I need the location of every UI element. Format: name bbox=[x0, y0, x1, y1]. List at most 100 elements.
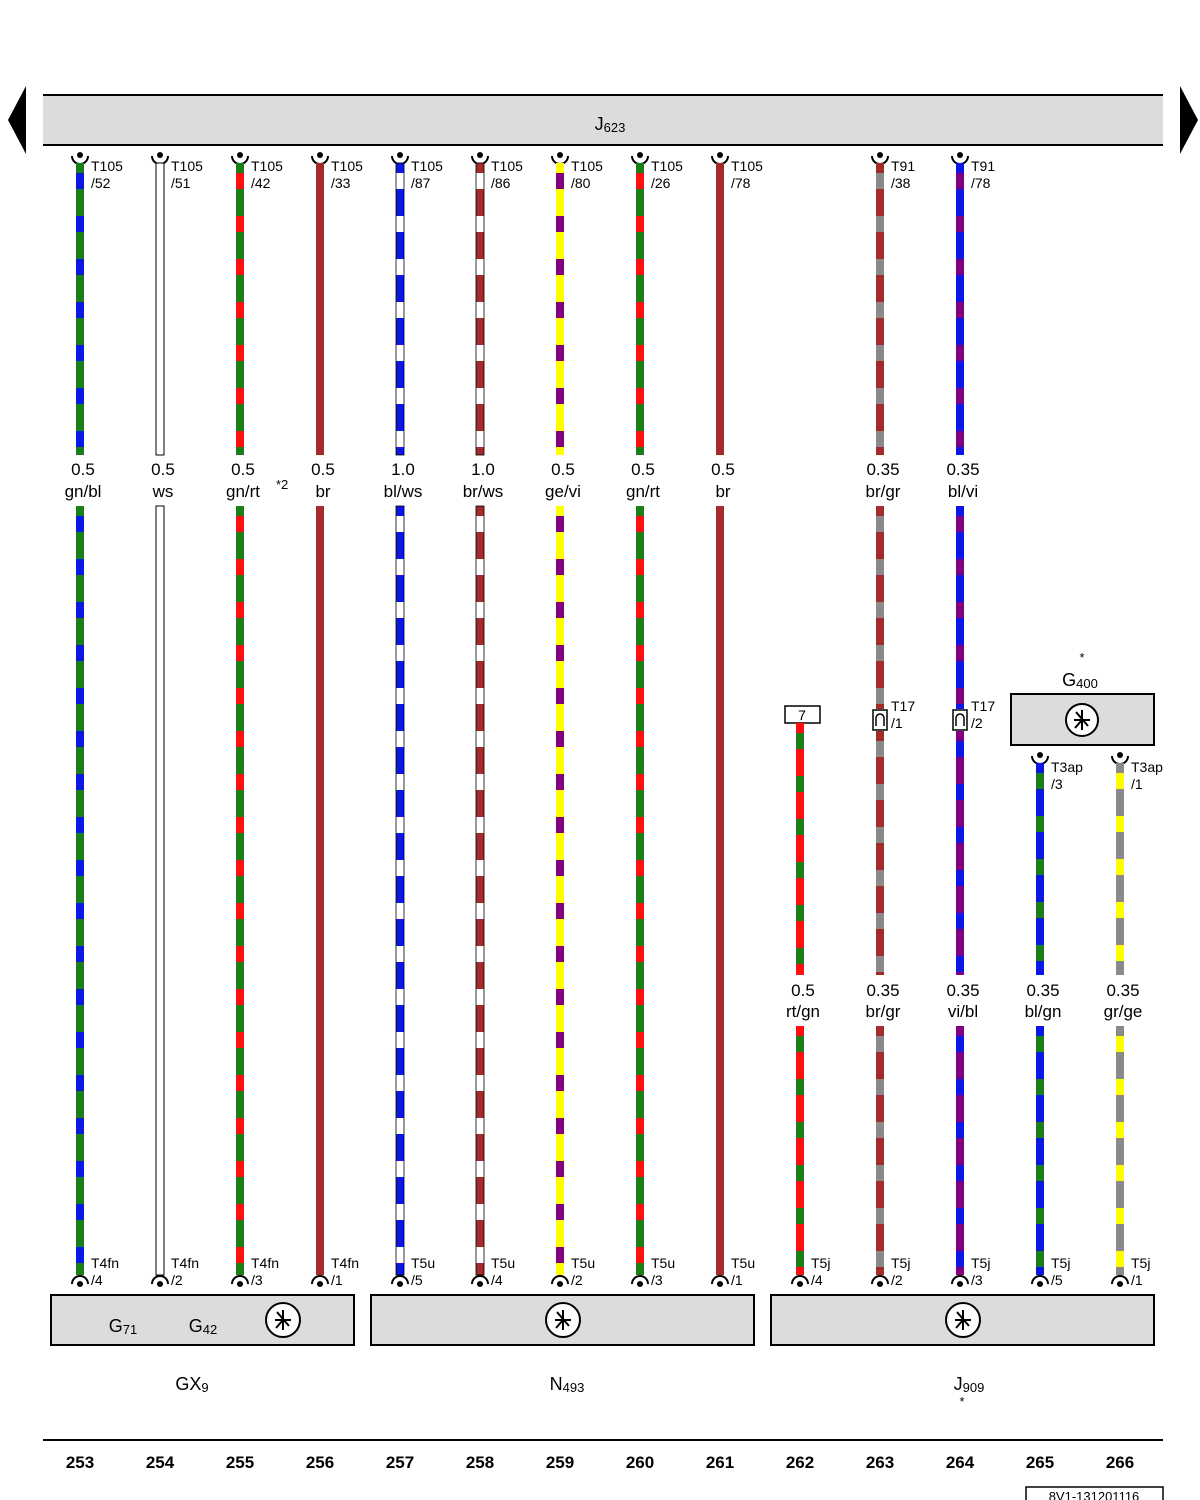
wire-stripe bbox=[396, 989, 404, 1005]
wire-stripe bbox=[76, 1118, 84, 1134]
sensor-symbol-icon bbox=[545, 1302, 581, 1338]
wire-stripe bbox=[956, 741, 964, 757]
wires-layer: T105/520.5gn/blT4fn/4T105/510.5wsT4fn/2T… bbox=[65, 152, 1163, 1288]
wire-stripe bbox=[876, 645, 884, 661]
wire-color-code: gn/bl bbox=[65, 482, 102, 501]
wire-stripe bbox=[76, 860, 84, 876]
wire-stripe bbox=[556, 817, 564, 833]
inline-connector-pin: /2 bbox=[971, 715, 983, 731]
wire-stripe bbox=[636, 645, 644, 661]
wire-stripe bbox=[476, 345, 484, 361]
g71-label: G71 bbox=[109, 1316, 137, 1337]
wire-segment bbox=[236, 506, 244, 1275]
wire-stripe bbox=[556, 903, 564, 919]
wire-gauge: 0.35 bbox=[1026, 981, 1059, 1000]
wire-stripe bbox=[236, 173, 244, 189]
next-page-arrow[interactable] bbox=[1180, 86, 1198, 154]
pin-dot bbox=[717, 1281, 723, 1287]
wire-segment bbox=[956, 163, 964, 455]
inline-connector-pin: /1 bbox=[891, 715, 903, 731]
wire-stripe bbox=[396, 860, 404, 876]
inline-connector-label: T17 bbox=[971, 698, 995, 714]
wire-stripe bbox=[876, 302, 884, 318]
wire-stripe bbox=[876, 1165, 884, 1181]
wire-stripe bbox=[796, 1165, 804, 1181]
wire-stripe bbox=[636, 302, 644, 318]
document-id-box: 8V1-131201116 bbox=[1025, 1486, 1164, 1500]
top-connector-label: T3ap bbox=[1131, 759, 1163, 775]
wire-stripe bbox=[76, 946, 84, 962]
wire-stripe bbox=[396, 516, 404, 532]
bottom-connector-pin: /5 bbox=[1051, 1272, 1063, 1288]
pin-dot bbox=[637, 1281, 643, 1287]
column-index: 257 bbox=[386, 1453, 414, 1472]
wire-stripe bbox=[76, 216, 84, 232]
wire-stripe bbox=[796, 1208, 804, 1224]
wire-stripe bbox=[476, 1075, 484, 1091]
bottom-connector-label: T5u bbox=[651, 1255, 675, 1271]
wire-stripe bbox=[236, 259, 244, 275]
wire-stripe bbox=[956, 1122, 964, 1138]
wire-stripe bbox=[1036, 1036, 1044, 1052]
wire-stripe bbox=[636, 1118, 644, 1134]
wire-stripe bbox=[556, 860, 564, 876]
wire-color-code: vi/bl bbox=[948, 1002, 978, 1021]
top-connector-pin: /52 bbox=[91, 175, 111, 191]
wire-stripe bbox=[236, 688, 244, 704]
wire-stripe bbox=[636, 774, 644, 790]
wire-stripe bbox=[396, 602, 404, 618]
wire-segment bbox=[956, 506, 964, 709]
wire-stripe bbox=[236, 1118, 244, 1134]
pin-dot bbox=[477, 1281, 483, 1287]
pin-dot bbox=[557, 1281, 563, 1287]
wire-stripe bbox=[476, 431, 484, 447]
wire-stripe bbox=[396, 731, 404, 747]
bottom-connector-pin: /1 bbox=[1131, 1272, 1143, 1288]
pin-dot bbox=[397, 152, 403, 158]
wire-stripe bbox=[1036, 816, 1044, 832]
wire-stripe bbox=[956, 1165, 964, 1181]
bottom-connector-label: T5u bbox=[411, 1255, 435, 1271]
bottom-connector-label: T4fn bbox=[171, 1255, 199, 1271]
column-index: 265 bbox=[1026, 1453, 1054, 1472]
wire-stripe bbox=[956, 516, 964, 532]
pin-connector-icon bbox=[711, 152, 729, 165]
wire-stripe bbox=[876, 259, 884, 275]
n493-label: N493 bbox=[550, 1374, 585, 1395]
wire-segment bbox=[556, 506, 564, 1275]
wire-stripe bbox=[876, 216, 884, 232]
wire-stripe bbox=[1116, 902, 1124, 918]
wire-body bbox=[155, 162, 165, 456]
wire-stripe bbox=[1116, 816, 1124, 832]
column-index: 255 bbox=[226, 1453, 254, 1472]
pin-dot bbox=[557, 152, 563, 158]
wire-segment bbox=[956, 1026, 964, 1275]
wire-stripe bbox=[636, 946, 644, 962]
wire-stripe bbox=[1116, 1122, 1124, 1138]
wire-stripe bbox=[236, 1032, 244, 1048]
wire-stripe bbox=[236, 946, 244, 962]
wire-segment bbox=[716, 506, 724, 1275]
wire-stripe bbox=[396, 173, 404, 189]
sensor-symbol-icon bbox=[945, 1302, 981, 1338]
sensor-symbol-icon bbox=[265, 1302, 301, 1338]
pin-dot bbox=[957, 1281, 963, 1287]
wire-stripe bbox=[476, 1247, 484, 1263]
top-connector-label: T91 bbox=[891, 158, 915, 174]
wire-stripe bbox=[796, 905, 804, 921]
wire-body bbox=[716, 163, 724, 455]
previous-page-arrow[interactable] bbox=[8, 86, 26, 154]
wire-stripe bbox=[236, 989, 244, 1005]
wire-stripe bbox=[876, 688, 884, 704]
wire-gauge: 1.0 bbox=[471, 460, 495, 479]
wire-segment bbox=[876, 731, 884, 975]
wire-stripe bbox=[1116, 1079, 1124, 1095]
column-index: 256 bbox=[306, 1453, 334, 1472]
wire-gauge: 1.0 bbox=[391, 460, 415, 479]
wire-stripe bbox=[876, 870, 884, 886]
wire-segment bbox=[316, 163, 324, 455]
wire-stripe bbox=[476, 602, 484, 618]
